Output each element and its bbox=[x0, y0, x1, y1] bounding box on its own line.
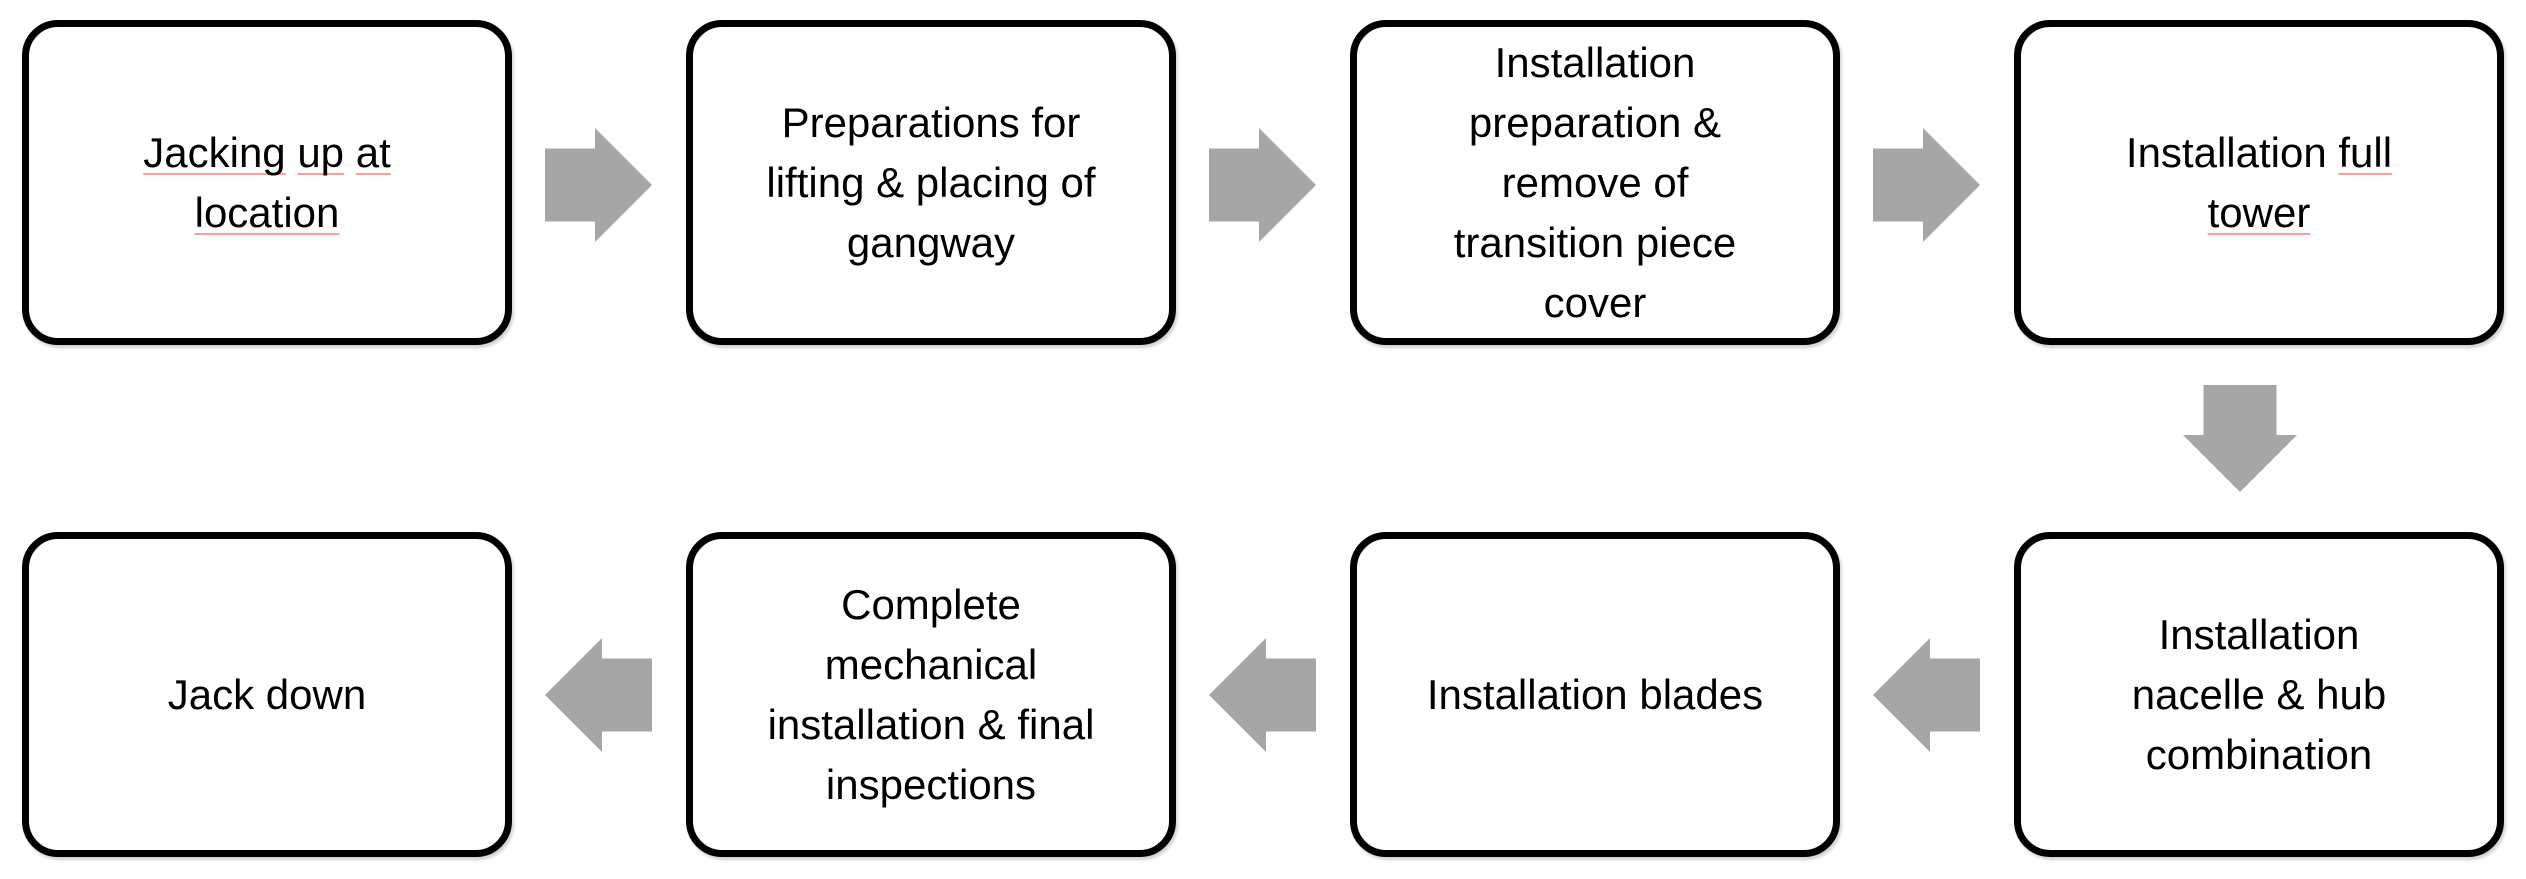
step-label: Jacking up at location bbox=[143, 128, 391, 236]
step-box-installation-preparation-remove-transition-piece-cover: Installation preparation & remove of tra… bbox=[1350, 20, 1840, 345]
step-box-complete-mechanical-installation-final-inspections: Complete mechanical installation & final… bbox=[686, 532, 1176, 857]
step-box-installation-full-tower: Installation full tower bbox=[2014, 20, 2504, 345]
step-label: Installation preparation & remove of tra… bbox=[1453, 38, 1737, 326]
step-label: Complete mechanical installation & final… bbox=[767, 580, 1095, 808]
block-arrow-left-icon bbox=[545, 638, 652, 752]
block-arrow-down-icon bbox=[2183, 385, 2297, 492]
step-box-jacking-up-at-location: Jacking up at location bbox=[22, 20, 512, 345]
block-arrow-left-icon bbox=[1209, 638, 1316, 752]
step-label: Preparations for lifting & placing of ga… bbox=[766, 98, 1096, 266]
step-label: Installation full tower bbox=[2125, 128, 2393, 236]
step-label: Jack down bbox=[167, 670, 367, 718]
step-box-preparations-lifting-placing-gangway: Preparations for lifting & placing of ga… bbox=[686, 20, 1176, 345]
block-arrow-left-icon bbox=[1873, 638, 1980, 752]
step-label: Installation blades bbox=[1426, 670, 1764, 718]
step-label: Installation nacelle & hub combination bbox=[2131, 610, 2387, 778]
step-box-installation-blades: Installation blades bbox=[1350, 532, 1840, 857]
step-box-installation-nacelle-hub-combination: Installation nacelle & hub combination bbox=[2014, 532, 2504, 857]
block-arrow-right-icon bbox=[1873, 128, 1980, 242]
block-arrow-right-icon bbox=[1209, 128, 1316, 242]
block-arrow-right-icon bbox=[545, 128, 652, 242]
step-box-jack-down: Jack down bbox=[22, 532, 512, 857]
